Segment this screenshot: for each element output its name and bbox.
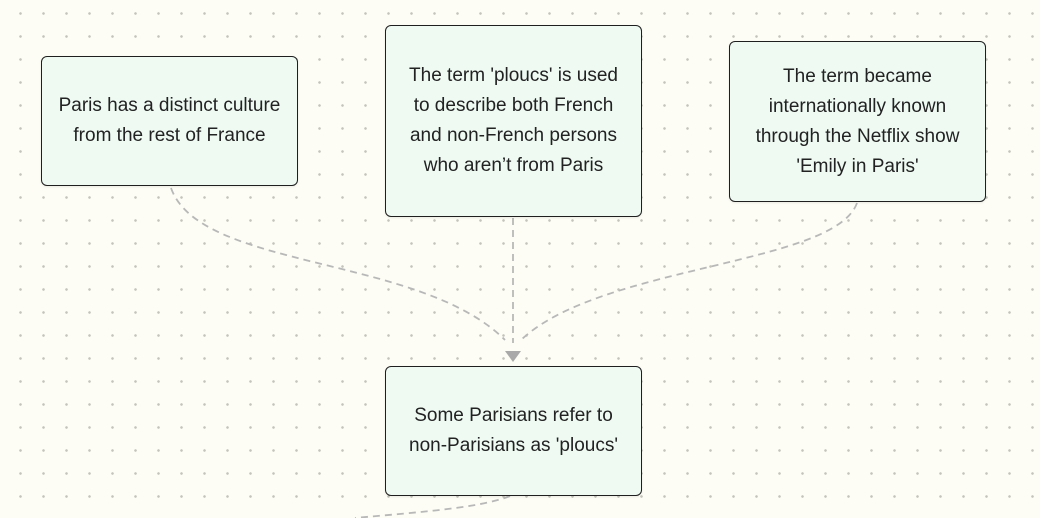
node-netflix[interactable]: The term became internationally known th… — [729, 41, 986, 202]
edge-paris-culture-to-conclusion — [170, 187, 506, 341]
node-paris-culture-text: Paris has a distinct culture from the re… — [58, 95, 281, 146]
node-term-usage[interactable]: The term 'ploucs' is used to describe bo… — [385, 25, 642, 217]
node-term-usage-text: The term 'ploucs' is used to describe bo… — [409, 65, 618, 176]
edge-netflix-to-conclusion — [520, 202, 858, 341]
node-netflix-text: The term became internationally known th… — [755, 65, 960, 177]
node-conclusion-text: Some Parisians refer to non-Parisians as… — [409, 405, 618, 456]
edge-conclusion-to-offscreen — [354, 495, 511, 518]
node-conclusion[interactable]: Some Parisians refer to non-Parisians as… — [385, 366, 642, 496]
arrowhead-conclusion — [505, 351, 521, 362]
node-paris-culture[interactable]: Paris has a distinct culture from the re… — [41, 56, 298, 186]
